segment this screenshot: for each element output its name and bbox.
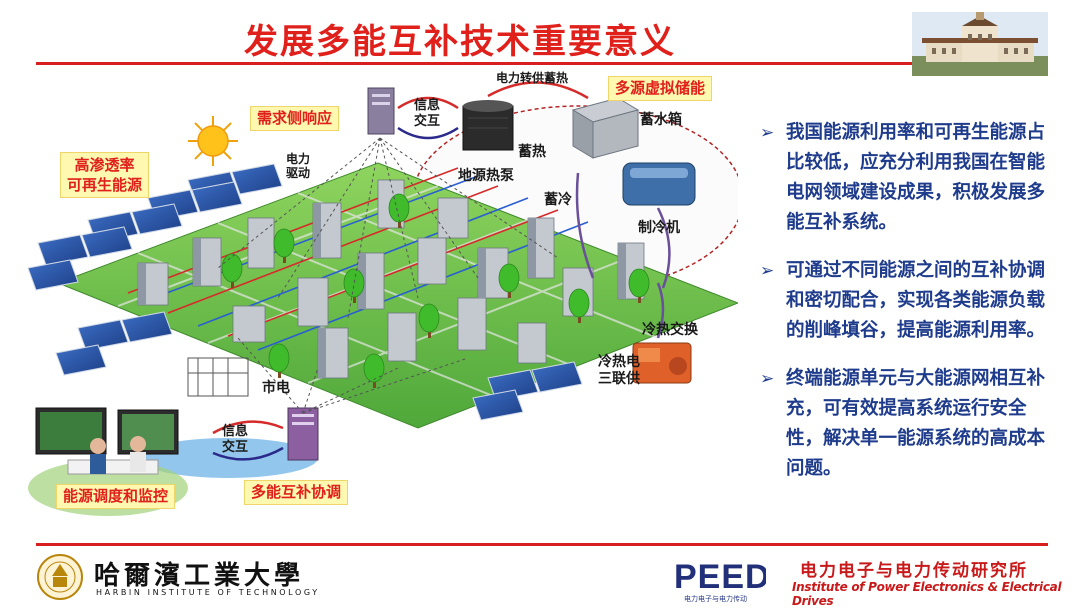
label-info-exchange-bottom-line2: 交互 xyxy=(222,440,248,456)
label-cold-heat-exchange: 冷热交换 xyxy=(642,322,698,339)
label-demand-response: 需求侧响应 xyxy=(250,106,339,131)
label-cchp-line1: 冷热电 xyxy=(598,354,640,371)
bullet-text: 我国能源利用率和可再生能源占比较低，应充分利用我国在智能电网领域建设成果，积极发… xyxy=(786,122,1045,233)
water-tank-icon xyxy=(573,98,638,158)
label-ground-heat-pump: 地源热泵 xyxy=(458,168,514,185)
peed-subtitle: 电力电子与电力传动 xyxy=(684,594,747,604)
label-high-renewable-line1: 高渗透率 xyxy=(67,155,142,175)
label-info-exchange-bottom: 信息 交互 xyxy=(222,424,248,456)
bullet-text: 可通过不同能源之间的互补协调和密切配合，实现各类能源负载的削峰填谷，提高能源利用… xyxy=(786,260,1045,341)
sun-icon xyxy=(188,116,238,166)
institute-name-cn: 电力电子与电力传动研究所 xyxy=(800,556,1028,581)
label-high-renewable: 高渗透率 可再生能源 xyxy=(60,152,149,198)
diagram-artwork xyxy=(18,68,738,538)
heat-pump-icon xyxy=(463,100,513,150)
label-multi-energy-coordination: 多能互补协调 xyxy=(244,480,348,505)
label-info-exchange-bottom-line1: 信息 xyxy=(222,424,248,440)
label-info-exchange-top-line1: 信息 xyxy=(414,98,440,114)
footer-divider xyxy=(36,543,1048,546)
bullet-item: ➢ 我国能源利用率和可再生能源占比较低，应充分利用我国在智能电网领域建设成果，积… xyxy=(760,118,1060,238)
substation-icon xyxy=(188,358,248,396)
arrow-bullet-icon: ➢ xyxy=(760,364,774,394)
bullet-item: ➢ 终端能源单元与大能源网相互补充，可有效提高系统运行安全性，解决单一能源系统的… xyxy=(760,364,1060,484)
peed-logo-text: PEED xyxy=(674,558,766,594)
university-name-en: HARBIN INSTITUTE OF TECHNOLOGY xyxy=(96,588,320,597)
label-info-exchange-top: 信息 交互 xyxy=(414,98,440,130)
campus-building-image xyxy=(912,12,1048,76)
label-power-drive-line2: 驱动 xyxy=(286,166,310,180)
slide-title: 发展多能互补技术重要意义 xyxy=(0,14,920,63)
generator-icon xyxy=(633,343,691,383)
label-virtual-storage: 多源虚拟储能 xyxy=(608,76,712,101)
university-name-cn: 哈爾濱工業大學 xyxy=(94,555,304,592)
bullet-text: 终端能源单元与大能源网相互补充，可有效提高系统运行安全性，解决单一能源系统的高成… xyxy=(786,368,1045,479)
institute-name-en: Institute of Power Electronics & Electri… xyxy=(792,580,1080,608)
arrow-bullet-icon: ➢ xyxy=(760,256,774,286)
label-dispatch-monitor: 能源调度和监控 xyxy=(56,484,175,509)
label-heat-storage: 蓄热 xyxy=(518,144,546,161)
label-high-renewable-line2: 可再生能源 xyxy=(67,175,142,195)
bullet-item: ➢ 可通过不同能源之间的互补协调和密切配合，实现各类能源负载的削峰填谷，提高能源… xyxy=(760,256,1060,346)
bullet-list: ➢ 我国能源利用率和可再生能源占比较低，应充分利用我国在智能电网领域建设成果，积… xyxy=(760,118,1060,502)
label-info-exchange-top-line2: 交互 xyxy=(414,114,440,130)
hit-seal-logo xyxy=(36,552,84,602)
label-water-tank: 蓄水箱 xyxy=(640,112,682,129)
arrow-bullet-icon: ➢ xyxy=(760,118,774,148)
title-divider xyxy=(36,62,926,65)
multi-energy-diagram: 需求侧响应 高渗透率 可再生能源 电力 驱动 信息 交互 电力转供蓄热 多源虚拟… xyxy=(18,68,738,538)
label-cchp: 冷热电 三联供 xyxy=(598,354,640,388)
peed-logo: PEED xyxy=(674,556,766,594)
label-chiller: 制冷机 xyxy=(638,220,680,237)
label-power-drive: 电力 驱动 xyxy=(286,152,310,180)
label-grid: 市电 xyxy=(262,380,290,397)
label-electric-to-heat: 电力转供蓄热 xyxy=(496,70,568,87)
label-cchp-line2: 三联供 xyxy=(598,371,640,388)
label-power-drive-line1: 电力 xyxy=(286,152,310,166)
chiller-icon xyxy=(623,163,695,205)
label-cold-storage: 蓄冷 xyxy=(544,192,572,209)
